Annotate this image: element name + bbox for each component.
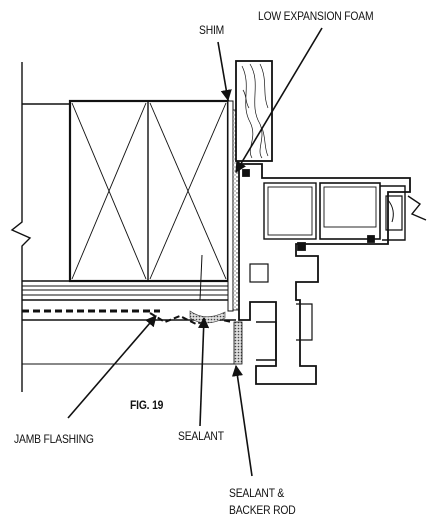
sealant-backer-leader (231, 364, 253, 477)
wall-break-line (10, 62, 70, 392)
foam-leader (235, 27, 323, 173)
label-low-expansion-foam: LOW EXPANSION FOAM (258, 9, 374, 23)
label-sealant-backer-line1: SEALANT & (229, 486, 285, 500)
framing-stud (68, 99, 230, 283)
label-sealant-backer-line2: BACKER ROD (229, 503, 296, 517)
shim-leader (217, 41, 232, 102)
label-sealant: SEALANT (178, 429, 224, 443)
shim (227, 100, 234, 312)
window-frame-extrusion (238, 163, 411, 385)
leader-lines (67, 27, 323, 477)
wood-trim (235, 60, 273, 162)
sealant-backer-rod (233, 321, 243, 365)
figure-title: FIG. 19 (130, 398, 164, 412)
sealant-leader (198, 316, 210, 427)
center-pointer (199, 254, 203, 301)
jamb-flashing-leader (67, 315, 157, 419)
label-shim: SHIM (199, 23, 225, 37)
glass-break-line (407, 195, 427, 221)
sealant-bead (189, 310, 226, 324)
label-jamb-flashing: JAMB FLASHING (14, 432, 94, 446)
